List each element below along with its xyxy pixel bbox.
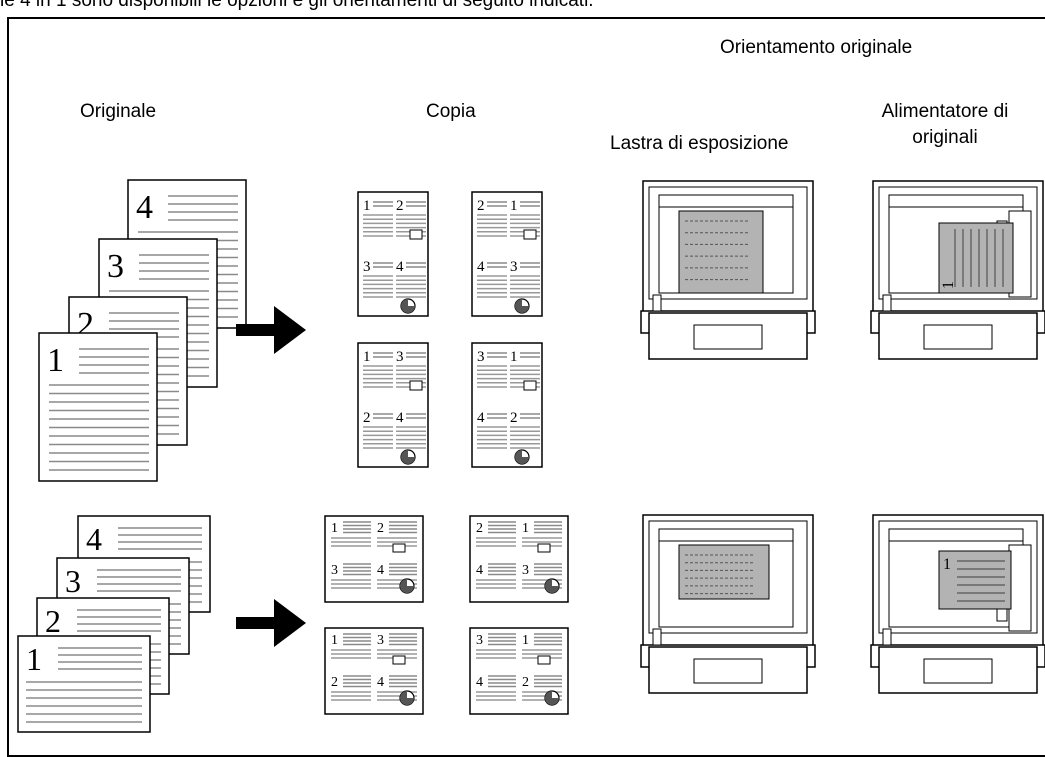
box-icon — [537, 543, 551, 553]
page-number: 2 — [363, 410, 371, 426]
page-number: 2 — [476, 521, 483, 536]
copy-sheet: 2 1 4 3 — [471, 191, 543, 317]
header-platen: Lastra di esposizione — [610, 133, 789, 154]
page-number: 3 — [476, 633, 483, 648]
document-on-glass — [678, 544, 770, 600]
page-number: 1 — [331, 521, 338, 536]
page-number: 2 — [45, 603, 61, 639]
copies-landscape: 1 2 3 4 2 1 4 3 1 3 2 4 3 1 4 2 — [324, 515, 569, 715]
original-page: 1 — [17, 635, 151, 733]
copies-portrait: 1 2 3 4 2 1 4 3 1 3 2 4 3 1 4 2 — [357, 191, 543, 468]
arrows — [236, 306, 306, 647]
page-number: 3 — [107, 248, 124, 285]
copier-platen — [640, 180, 816, 360]
page-number: 1 — [522, 633, 529, 648]
box-icon — [392, 543, 406, 553]
page-number: 2 — [396, 198, 404, 214]
page-number: 1 — [26, 641, 42, 677]
page-number: 3 — [377, 633, 384, 648]
intro-text: le 4 in 1 sono disponibili le opzioni e … — [0, 0, 594, 11]
machines: 11 — [640, 180, 1045, 694]
page-number: 4 — [476, 675, 483, 690]
page-number: 4 — [377, 563, 384, 578]
box-icon — [392, 655, 406, 665]
pie-icon — [400, 449, 416, 465]
document-in-feeder — [938, 222, 1014, 294]
page-number: 4 — [396, 410, 404, 426]
page-number: 1 — [510, 349, 518, 365]
pie-icon — [514, 298, 530, 314]
page-number: 1 — [940, 281, 957, 289]
page-number: 1 — [47, 342, 64, 379]
page-number: 2 — [477, 198, 485, 214]
original-page: 1 — [38, 332, 158, 482]
page-number: 4 — [86, 521, 102, 557]
box-icon — [409, 229, 423, 240]
page-number: 4 — [377, 675, 384, 690]
box-icon — [523, 380, 537, 391]
page-number: 1 — [363, 198, 371, 214]
page-number: 3 — [363, 259, 371, 275]
copy-sheet: 3 1 4 2 — [469, 627, 569, 715]
header-copy: Copia — [426, 101, 476, 122]
page-number: 3 — [65, 563, 81, 599]
pie-icon — [400, 298, 416, 314]
document-on-glass — [678, 210, 764, 294]
arrow-right-icon — [236, 306, 306, 354]
page-number: 1 — [943, 556, 951, 573]
pie-icon — [544, 578, 560, 594]
pie-icon — [399, 578, 415, 594]
box-icon — [409, 380, 423, 391]
page-number: 1 — [363, 349, 371, 365]
page-number: 4 — [396, 259, 404, 275]
pie-icon — [544, 690, 560, 706]
page-number: 2 — [377, 521, 384, 536]
page-number: 4 — [477, 259, 485, 275]
page-number: 2 — [522, 675, 529, 690]
page-number: 4 — [476, 563, 483, 578]
pie-icon — [514, 449, 530, 465]
header-feeder: Alimentatore di originali — [881, 101, 1009, 148]
page-number: 4 — [477, 410, 485, 426]
copier-feeder: 1 — [870, 180, 1045, 360]
header-orientation: Orientamento originale — [720, 37, 913, 58]
copy-sheet: 1 3 2 4 — [357, 342, 429, 468]
page-number: 3 — [522, 563, 529, 578]
page-number: 4 — [136, 189, 153, 226]
page-number: 3 — [477, 349, 485, 365]
pie-icon — [399, 690, 415, 706]
box-icon — [523, 229, 537, 240]
copy-sheet: 1 2 3 4 — [324, 515, 424, 603]
copier-feeder: 1 — [870, 514, 1045, 694]
copier-platen — [640, 514, 816, 694]
copy-sheet: 3 1 4 2 — [471, 342, 543, 468]
page-number: 3 — [510, 259, 518, 275]
page-number: 2 — [510, 410, 518, 426]
box-icon — [537, 655, 551, 665]
page-number: 3 — [396, 349, 404, 365]
page-number: 1 — [331, 633, 338, 648]
arrow-right-icon — [236, 599, 306, 647]
page-number: 1 — [510, 198, 518, 214]
copy-sheet: 1 3 2 4 — [324, 627, 424, 715]
page-number: 1 — [522, 521, 529, 536]
page-number: 2 — [331, 675, 338, 690]
copy-sheet: 2 1 4 3 — [469, 515, 569, 603]
header-original: Originale — [80, 101, 157, 122]
copy-sheet: 1 2 3 4 — [357, 191, 429, 317]
page-number: 3 — [331, 563, 338, 578]
